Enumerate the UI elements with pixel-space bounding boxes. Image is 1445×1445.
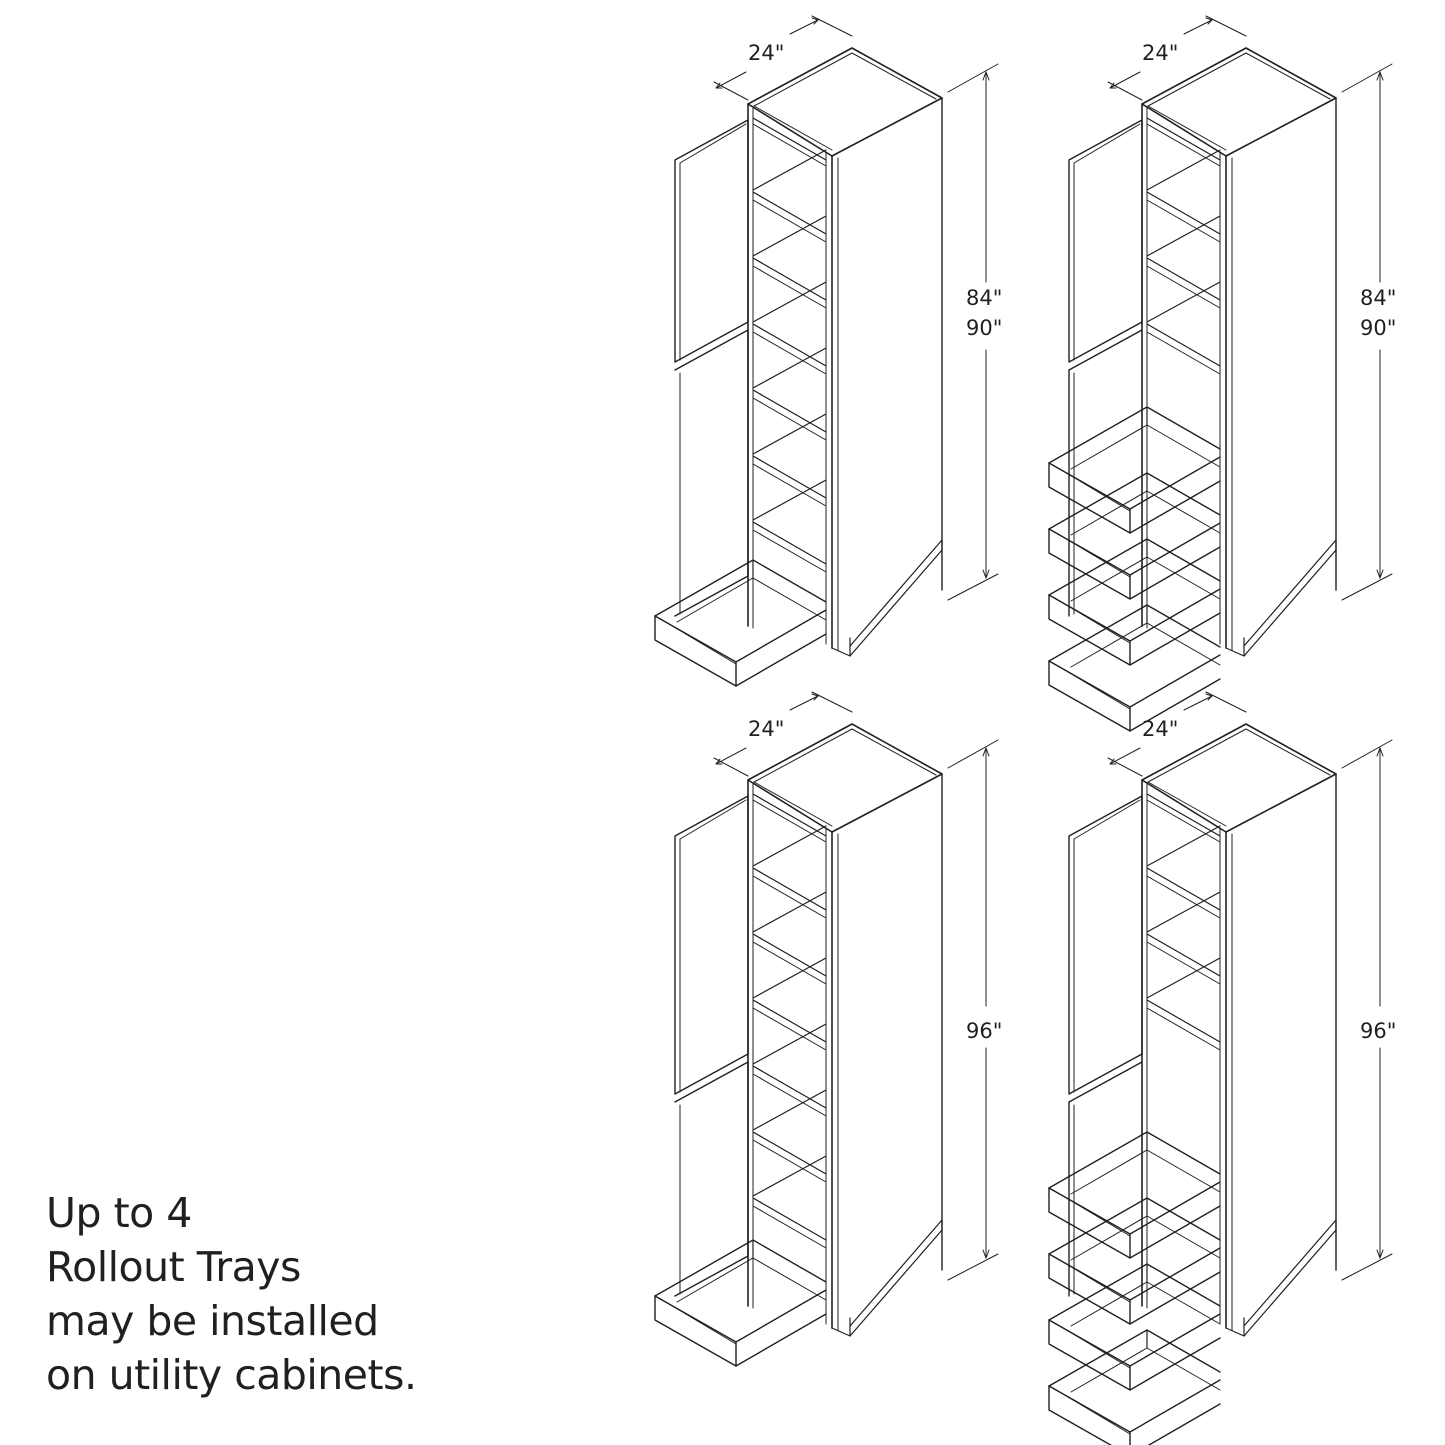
width-dimension-label: 24" bbox=[748, 717, 785, 741]
rollout-tray-icon bbox=[1048, 604, 1221, 732]
cabinet-top-left bbox=[654, 15, 999, 687]
width-dimension-label: 24" bbox=[1142, 717, 1179, 741]
rollout-tray-icon bbox=[654, 1239, 827, 1367]
height-value: 90" bbox=[1360, 316, 1397, 340]
caption: Up to 4 Rollout Trays may be installed o… bbox=[46, 1186, 417, 1402]
height-value: 96" bbox=[1360, 1019, 1397, 1043]
rollout-tray-icon bbox=[654, 559, 827, 687]
height-dimension-label: 84"90" bbox=[1360, 283, 1396, 343]
rollout-tray-icon bbox=[1048, 1263, 1221, 1391]
caption-line-4: on utility cabinets. bbox=[46, 1351, 417, 1399]
height-dimension-label: 84"90" bbox=[966, 283, 1002, 343]
width-dimension-label: 24" bbox=[1142, 41, 1179, 65]
cabinet-top-right bbox=[1048, 15, 1393, 732]
height-dimension-label: 96" bbox=[1360, 1016, 1396, 1046]
width-dimension-label: 24" bbox=[748, 41, 785, 65]
rollout-tray-icon bbox=[1048, 1329, 1221, 1445]
cabinet-bottom-left bbox=[654, 691, 999, 1367]
height-value: 84" bbox=[966, 286, 1003, 310]
cabinet-bottom-right bbox=[1048, 691, 1393, 1445]
height-dimension-label: 96" bbox=[966, 1016, 1002, 1046]
rollout-tray-icon bbox=[1048, 1197, 1221, 1325]
caption-line-2: Rollout Trays bbox=[46, 1243, 301, 1291]
height-value: 96" bbox=[966, 1019, 1003, 1043]
caption-line-1: Up to 4 bbox=[46, 1189, 192, 1237]
height-value: 84" bbox=[1360, 286, 1397, 310]
caption-line-3: may be installed bbox=[46, 1297, 379, 1345]
height-value: 90" bbox=[966, 316, 1003, 340]
